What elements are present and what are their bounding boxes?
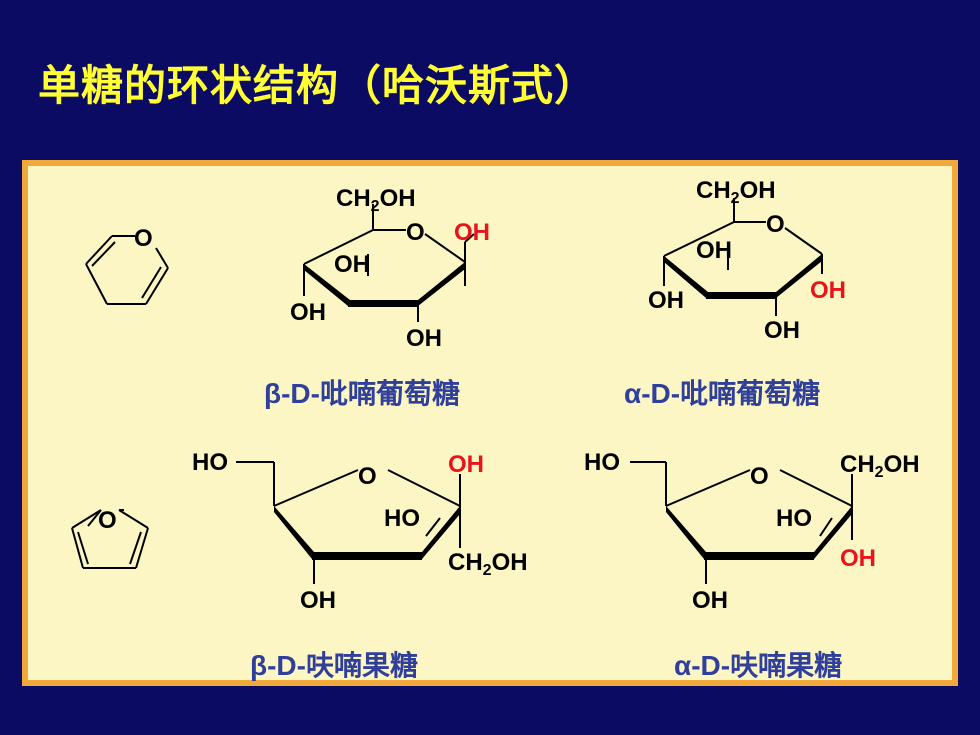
alpha-glc-oh-c3: OH [696, 237, 732, 264]
beta-fru-oh-c4: OH [300, 587, 336, 614]
alpha-fru-ch2oh: CH2OH [840, 451, 920, 481]
alpha-glc-ring-oxygen: O [766, 211, 785, 238]
beta-glc-ch2oh-label: CH2OH [336, 185, 416, 215]
furan-ring [71, 509, 149, 569]
beta-glucopyranose-structure: CH2OH O OH OH OH OH [290, 185, 490, 352]
beta-fru-ho-c6: HO [192, 449, 228, 476]
structures-drawing: O O [71, 177, 920, 614]
alpha-fructofuranose-structure: HO O CH2OH HO OH OH [584, 449, 920, 614]
beta-fru-ring-oxygen: O [358, 463, 377, 490]
beta-fru-anomeric-oh: OH [448, 451, 484, 478]
caption-beta-glucopyranose: β-D-吡喃葡萄糖 [264, 378, 460, 409]
beta-glc-anomeric-oh: OH [454, 219, 490, 246]
alpha-glc-ch2oh-label: CH2OH [696, 177, 776, 207]
beta-fru-ho-c3: HO [384, 505, 420, 532]
slide-title: 单糖的环状结构（哈沃斯式） [38, 61, 598, 110]
furan-oxygen-label: O [98, 507, 117, 534]
caption-beta-fructofuranose: β-D-呋喃果糖 [250, 650, 418, 681]
alpha-fru-ring-oxygen: O [750, 463, 769, 490]
alpha-glc-anomeric-oh: OH [810, 277, 846, 304]
beta-glc-oh-c2: OH [406, 325, 442, 352]
caption-alpha-fructofuranose: α-D-呋喃果糖 [674, 650, 843, 681]
alpha-fru-ho-c3: HO [776, 505, 812, 532]
alpha-fru-oh-c4: OH [692, 587, 728, 614]
beta-glc-oh-c3: OH [290, 299, 326, 326]
beta-fru-ch2oh: CH2OH [448, 549, 528, 579]
alpha-fru-ho-c6: HO [584, 449, 620, 476]
pyran-ring [85, 235, 169, 305]
structures-panel: O O [22, 160, 958, 686]
beta-fructofuranose-structure: HO O OH HO CH2OH OH [192, 449, 528, 614]
beta-glc-oh-c4: OH [334, 251, 370, 278]
alpha-fru-anomeric-oh: OH [840, 545, 876, 572]
caption-alpha-glucopyranose: α-D-吡喃葡萄糖 [624, 378, 821, 409]
alpha-glucopyranose-structure: CH2OH O OH OH OH OH [648, 177, 846, 344]
alpha-glc-oh-c4: OH [648, 287, 684, 314]
pyran-oxygen-label: O [134, 225, 153, 252]
beta-glc-ring-oxygen: O [406, 219, 425, 246]
alpha-glc-oh-c2: OH [764, 317, 800, 344]
